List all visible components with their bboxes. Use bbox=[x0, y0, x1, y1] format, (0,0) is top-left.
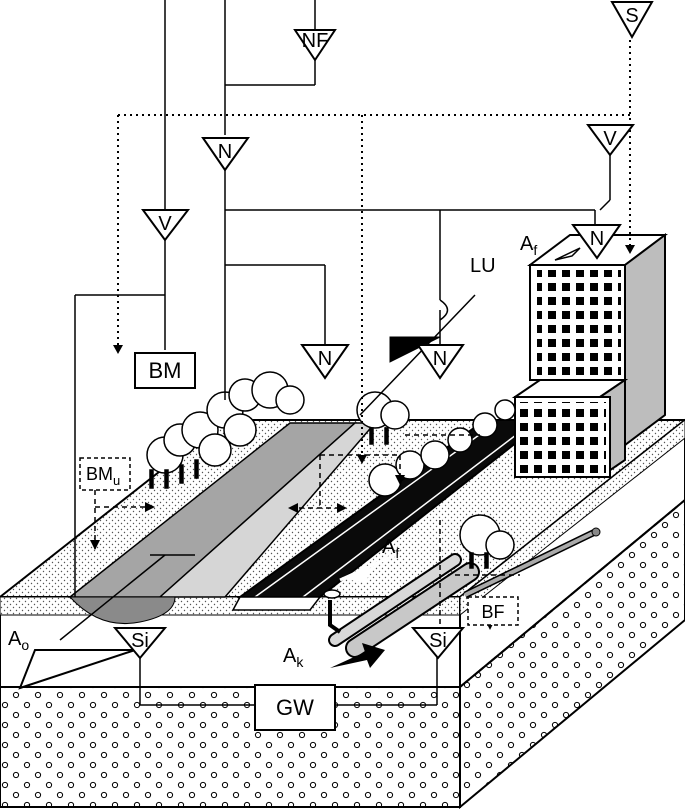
triangle-v-right: V bbox=[586, 124, 636, 157]
front-groundwater-layer bbox=[0, 686, 461, 808]
flow-lines bbox=[74, 0, 611, 706]
ak-arrow bbox=[330, 643, 385, 668]
triangle-n-right: N bbox=[416, 344, 465, 380]
triangle-n-top: N bbox=[201, 137, 250, 172]
nf-label: NF bbox=[302, 30, 329, 52]
si-label-2: Si bbox=[429, 630, 447, 652]
gw-box: GW bbox=[254, 684, 336, 731]
si-label-1: Si bbox=[131, 630, 149, 652]
v-label-2: V bbox=[158, 213, 172, 235]
ao-label: Ao bbox=[8, 628, 29, 653]
low-building bbox=[511, 378, 629, 479]
road-arrow bbox=[339, 553, 396, 583]
s-label: S bbox=[625, 5, 638, 27]
n-label-2: N bbox=[590, 228, 604, 250]
n-label-4: N bbox=[433, 348, 447, 370]
road-drain bbox=[323, 589, 341, 599]
triangle-n-mid: N bbox=[300, 344, 350, 380]
n-label-3: N bbox=[318, 348, 332, 370]
ao-triangle bbox=[18, 649, 136, 690]
road-curb bbox=[231, 596, 322, 611]
triangle-v-left: V bbox=[141, 209, 191, 242]
bmu-box: BMu bbox=[79, 457, 131, 491]
lu-label: LU bbox=[470, 255, 496, 277]
right-topsoil-strip bbox=[459, 419, 685, 617]
af-label-road: Af bbox=[382, 536, 399, 561]
af-roof-arrow bbox=[554, 247, 581, 261]
bf-label: BF bbox=[481, 602, 504, 622]
tree-row-right bbox=[356, 391, 516, 569]
tree-row-left bbox=[146, 371, 305, 489]
bmu-label: BMu bbox=[86, 464, 120, 488]
triangle-s: S bbox=[610, 0, 654, 40]
triangle-si-left: Si bbox=[112, 627, 168, 660]
af-label-building: Af bbox=[520, 233, 537, 258]
triangle-n-roof: N bbox=[571, 224, 622, 260]
bf-box: BF bbox=[467, 596, 519, 626]
triangle-nf: NF bbox=[293, 29, 337, 62]
triangle-si-right: Si bbox=[410, 627, 466, 660]
infiltration-zone bbox=[68, 596, 176, 625]
snow-dotted-lines bbox=[117, 40, 631, 455]
bm-label: BM bbox=[149, 358, 182, 383]
right-groundwater-layer bbox=[459, 498, 685, 809]
sewer-pipes bbox=[328, 527, 601, 658]
v-label-1: V bbox=[603, 128, 617, 150]
gw-label: GW bbox=[276, 695, 314, 720]
land-use-symbol bbox=[389, 299, 449, 363]
ak-label: Ak bbox=[283, 645, 304, 670]
n-label-1: N bbox=[218, 141, 232, 163]
bm-box: BM bbox=[134, 352, 196, 389]
